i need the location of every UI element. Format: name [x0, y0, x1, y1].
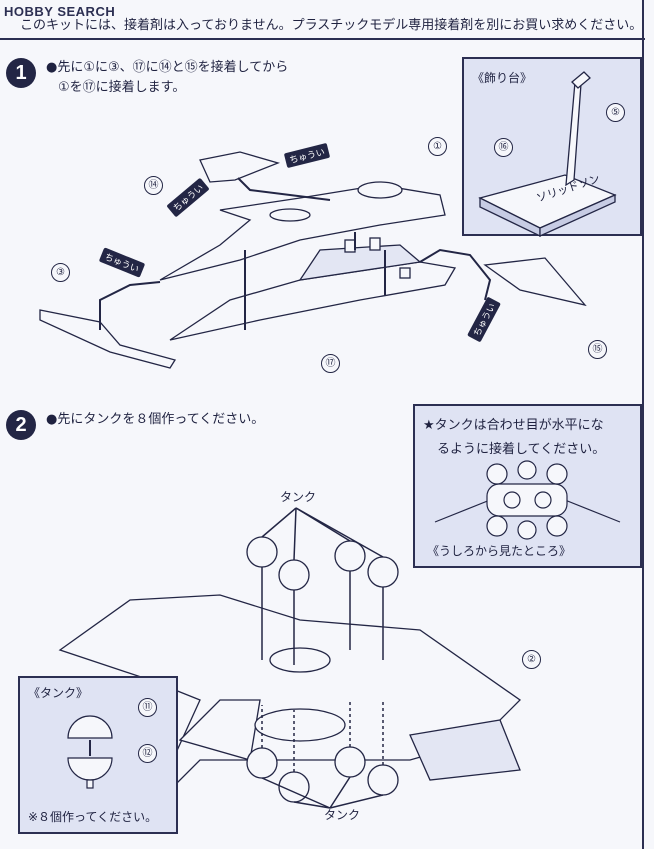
callout-part-14: ⑭	[144, 176, 163, 195]
callout-part-17: ⑰	[321, 354, 340, 373]
part-15-side-fin	[483, 257, 587, 307]
callout-part-5: ⑤	[606, 103, 625, 122]
rear-view-caption: 《うしろから見たところ》	[427, 544, 572, 558]
callout-part-3: ③	[51, 263, 70, 282]
step-1-line-2: ①を⑰に接着します。	[58, 80, 186, 95]
alignment-note-1: ★タンクは合わせ目が水平にな	[423, 418, 604, 433]
tank-label-lower: タンク	[324, 808, 361, 822]
tank-alignment-inset: ★タンクは合わせ目が水平にな るように接着してください。 《うしろから見たところ…	[413, 404, 642, 568]
callout-part-11: ⑪	[138, 698, 157, 717]
callout-part-2: ②	[522, 650, 541, 669]
tank-count-note: ※８個作ってください。	[28, 810, 158, 824]
tank-detail-inset: 《タンク》 ⑪ ⑫ ※８個作ってください。	[18, 676, 178, 834]
callout-part-15: ⑮	[588, 340, 607, 359]
step-1-instruction: ●先に①に③、⑰に⑭と⑮を接着してから ①を⑰に接着します。	[46, 58, 288, 98]
watermark-logo: HOBBY SEARCH	[4, 4, 116, 19]
step-1-line-1: ●先に①に③、⑰に⑭と⑮を接着してから	[46, 60, 289, 75]
alignment-note-2: るように接着してください。	[437, 442, 606, 457]
callout-part-12: ⑫	[138, 744, 157, 763]
tank-label-upper: タンク	[280, 490, 317, 504]
part-1-upper-hull	[159, 181, 446, 281]
header-rule	[0, 38, 645, 40]
tank-halves-drawing	[67, 715, 113, 789]
page-edge	[642, 0, 644, 849]
step-2-badge: 2	[6, 410, 36, 440]
rear-view-drawing	[434, 460, 621, 540]
callout-part-16: ⑯	[494, 138, 513, 157]
part-14-tail-fin	[199, 151, 281, 183]
display-stand-drawing	[478, 71, 617, 238]
tank-detail-title: 《タンク》	[28, 686, 89, 700]
part-17-lower-hull	[169, 244, 457, 341]
notice-text: このキットには、接着剤は入っておりません。プラスチックモデル専用接着剤を別にお買…	[18, 18, 638, 33]
step-1-badge: 1	[6, 58, 36, 88]
callout-part-1: ①	[428, 137, 447, 156]
step-2-instruction: ●先にタンクを８個作ってください。	[46, 412, 265, 427]
display-stand-title: 《飾り台》	[472, 71, 533, 85]
header-bar: HOBBY SEARCH このキットには、接着剤は入っておりません。プラスチック…	[0, 0, 654, 40]
part-3-wing	[39, 309, 177, 369]
adhesive-notice: このキットには、接着剤は入っておりません。プラスチックモデル専用接着剤を別にお買…	[18, 14, 638, 33]
